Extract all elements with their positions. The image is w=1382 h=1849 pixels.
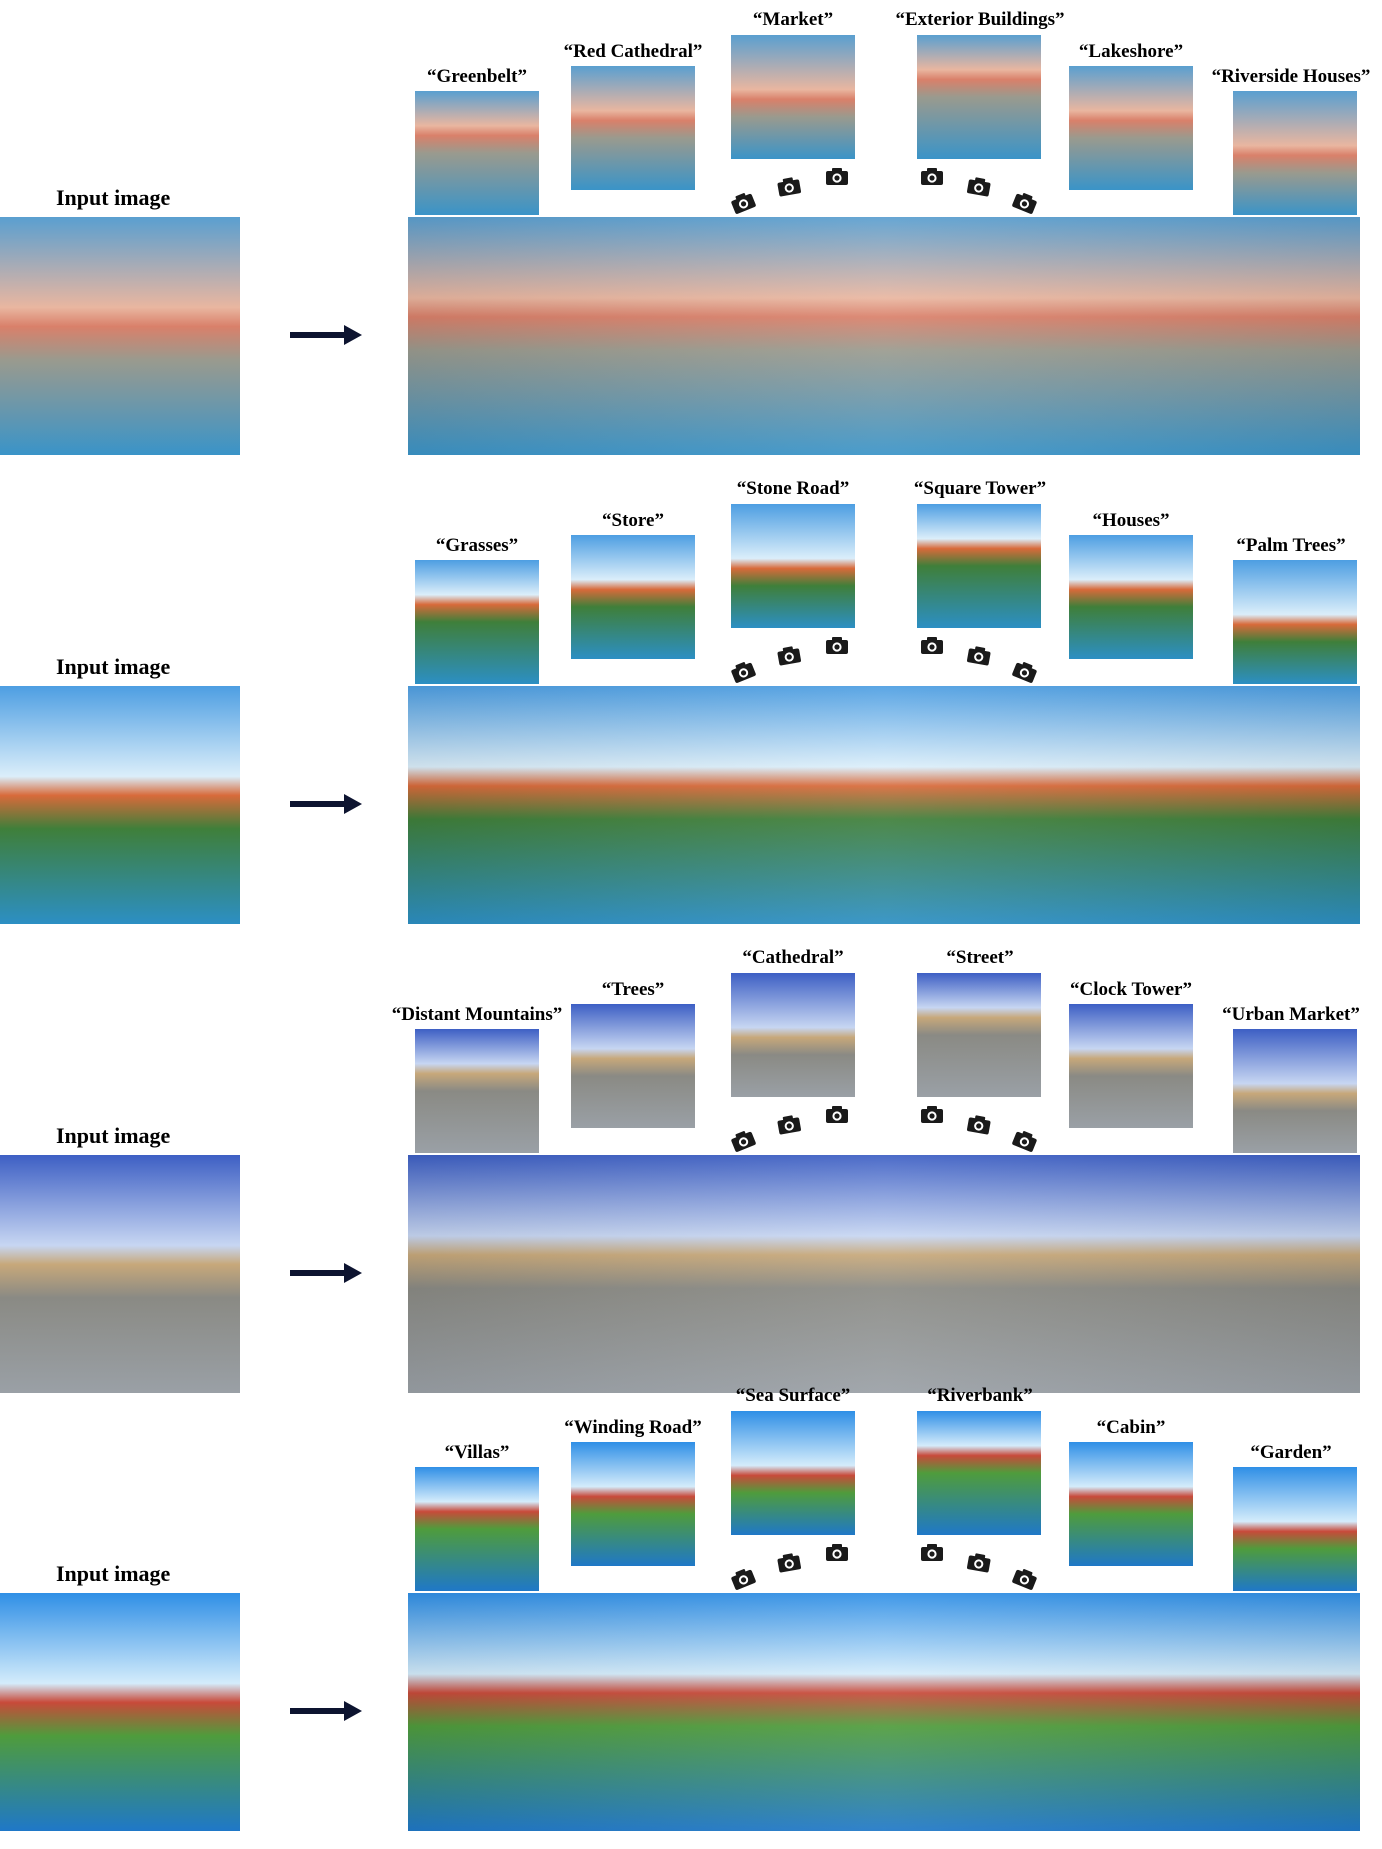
camera-icon (967, 177, 991, 197)
view-thumbnail-6 (1233, 560, 1357, 684)
view-caption-4: “Street” (946, 947, 1014, 968)
view-thumbnail-2 (571, 1442, 695, 1566)
view-thumbnail-5 (1069, 66, 1193, 190)
camera-icon (826, 1106, 848, 1123)
view-caption-5: “Lakeshore” (1078, 41, 1184, 62)
view-caption-6: “Riverside Houses” (1211, 66, 1371, 87)
view-thumbnail-3 (731, 1411, 855, 1535)
view-thumbnail-1 (415, 560, 539, 684)
view-thumbnail-2 (571, 66, 695, 190)
input-image-label: Input image (56, 1123, 171, 1148)
view-caption-2: “Trees” (601, 979, 665, 1000)
view-thumbnail-2 (571, 1004, 695, 1128)
view-thumbnail-5 (1069, 535, 1193, 659)
view-caption-4: “Exterior Buildings” (895, 9, 1065, 30)
view-caption-2: “Red Cathedral” (563, 41, 703, 62)
view-thumbnail-1 (415, 91, 539, 215)
view-caption-3: “Cathedral” (742, 947, 844, 968)
view-caption-6: “Palm Trees” (1236, 535, 1346, 556)
camera-icon (921, 168, 943, 185)
view-thumbnail-2 (571, 535, 695, 659)
view-caption-3: “Stone Road” (736, 478, 850, 499)
view-thumbnail-6 (1233, 1029, 1357, 1153)
view-thumbnail-3 (731, 504, 855, 628)
input-image (0, 1593, 240, 1831)
view-caption-1: “Grasses” (435, 535, 519, 556)
figure-row-cathedral: Input image “Distant Mountains” “Trees” … (0, 938, 1382, 1408)
view-thumbnail-1 (415, 1029, 539, 1153)
camera-icon (731, 193, 756, 214)
camera-icon (1012, 1131, 1037, 1152)
view-caption-3: “Market” (752, 9, 834, 30)
camera-icon (921, 637, 943, 654)
input-image-label: Input image (56, 185, 171, 210)
view-thumbnail-3 (731, 35, 855, 159)
panorama-output (408, 217, 1360, 455)
input-image-label: Input image (56, 654, 171, 679)
input-image (0, 217, 240, 455)
panorama-output (408, 686, 1360, 924)
view-thumbnail-6 (1233, 1467, 1357, 1591)
view-caption-2: “Winding Road” (564, 1417, 702, 1438)
arrow-right-icon (290, 1263, 362, 1283)
view-caption-5: “Clock Tower” (1070, 979, 1192, 1000)
camera-icon (826, 637, 848, 654)
view-thumbnail-1 (415, 1467, 539, 1591)
camera-icon (967, 1115, 991, 1135)
camera-icon (731, 662, 756, 683)
input-image (0, 686, 240, 924)
camera-icon (1012, 1569, 1037, 1590)
camera-icon (731, 1131, 756, 1152)
camera-icon (921, 1544, 943, 1561)
view-thumbnail-5 (1069, 1442, 1193, 1566)
camera-icon (1012, 662, 1037, 683)
view-caption-5: “Houses” (1092, 510, 1170, 531)
camera-icon (1012, 193, 1037, 214)
view-caption-1: “Villas” (444, 1442, 510, 1463)
camera-icon (826, 1544, 848, 1561)
view-thumbnail-4 (917, 973, 1041, 1097)
view-caption-5: “Cabin” (1096, 1417, 1166, 1438)
camera-icon (826, 168, 848, 185)
view-thumbnail-6 (1233, 91, 1357, 215)
view-thumbnail-4 (917, 1411, 1041, 1535)
view-caption-1: “Greenbelt” (427, 66, 527, 87)
camera-icon (967, 1553, 991, 1573)
camera-icon (777, 1553, 801, 1573)
camera-icon (731, 1569, 756, 1590)
panorama-output (408, 1155, 1360, 1393)
input-image (0, 1155, 240, 1393)
view-caption-1: “Distant Mountains” (391, 1004, 563, 1025)
camera-icon (777, 1115, 801, 1135)
view-thumbnail-3 (731, 973, 855, 1097)
view-caption-2: “Store” (602, 510, 664, 531)
figure-row-lake: Input image “Grasses” “Store” “Stone Roa… (0, 469, 1382, 939)
figure-row-city: Input image “Greenbelt” “Red Cathedral” … (0, 0, 1382, 470)
arrow-right-icon (290, 325, 362, 345)
figure-row-coast: Input image “Villas” “Winding Road” “Sea… (0, 1376, 1382, 1846)
view-caption-4: “Square Tower” (913, 478, 1047, 499)
arrow-right-icon (290, 1701, 362, 1721)
view-caption-4: “Riverbank” (927, 1385, 1033, 1406)
arrow-right-icon (290, 794, 362, 814)
panorama-output (408, 1593, 1360, 1831)
view-caption-6: “Urban Market” (1222, 1004, 1360, 1025)
camera-icon (967, 646, 991, 666)
input-image-label: Input image (56, 1561, 171, 1586)
view-caption-3: “Sea Surface” (735, 1385, 851, 1406)
camera-icon (777, 646, 801, 666)
view-caption-6: “Garden” (1250, 1442, 1332, 1463)
view-thumbnail-4 (917, 504, 1041, 628)
view-thumbnail-5 (1069, 1004, 1193, 1128)
view-thumbnail-4 (917, 35, 1041, 159)
camera-icon (921, 1106, 943, 1123)
camera-icon (777, 177, 801, 197)
